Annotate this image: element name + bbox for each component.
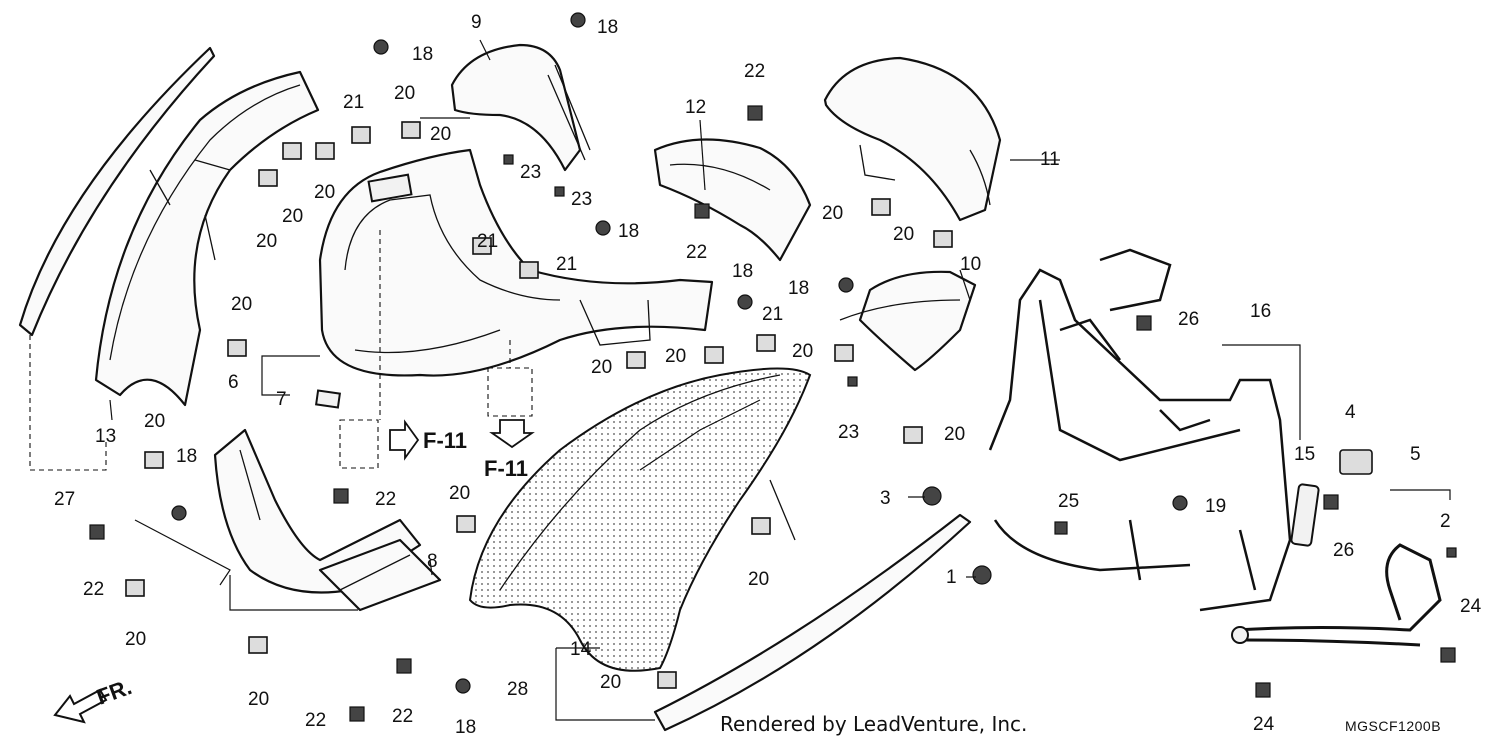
part-6-front-inner-cover <box>318 148 714 377</box>
callout-20: 20 <box>125 629 146 650</box>
callout-20: 20 <box>314 182 335 203</box>
callout-labels: 9 18 18 21 20 20 23 23 18 21 21 20 20 20… <box>54 12 1482 738</box>
part-27-side-stripe <box>18 46 216 471</box>
callout-14: 14 <box>570 639 592 660</box>
fasteners <box>89 12 1457 722</box>
callout-20: 20 <box>256 231 277 252</box>
reference-label-f11: F-11 <box>423 428 467 453</box>
part-11-meter-visor <box>823 56 1002 222</box>
callout-20: 20 <box>144 411 165 432</box>
callout-11: 11 <box>1040 149 1060 170</box>
callout-18: 18 <box>732 261 753 282</box>
callout-26: 26 <box>1333 540 1354 561</box>
callout-20: 20 <box>282 206 303 227</box>
callout-21: 21 <box>762 304 783 325</box>
callout-22: 22 <box>305 710 326 731</box>
callout-20: 20 <box>248 689 269 710</box>
callout-22: 22 <box>744 61 765 82</box>
callout-24: 24 <box>1253 714 1275 735</box>
part-7-pad <box>315 389 341 409</box>
callout-9: 9 <box>471 12 482 33</box>
callout-26: 26 <box>1178 309 1199 330</box>
diagram-code: MGSCF1200B <box>1345 718 1442 734</box>
callout-4: 4 <box>1345 402 1356 423</box>
callout-18: 18 <box>412 44 433 65</box>
callout-3: 3 <box>880 488 891 509</box>
part-10-small-inner-cover <box>839 270 977 372</box>
callout-20: 20 <box>231 294 252 315</box>
dashed-detail-boxes <box>339 230 533 469</box>
callout-28: 28 <box>507 679 528 700</box>
callout-21: 21 <box>477 231 498 252</box>
callout-23: 23 <box>838 422 859 443</box>
callout-10: 10 <box>960 254 981 275</box>
callout-22: 22 <box>375 489 396 510</box>
part-13-left-side-cover <box>94 70 320 407</box>
reference-f11-right: F-11 <box>389 419 467 461</box>
part-15-rubber-strip <box>1290 483 1320 547</box>
reference-label-f11: F-11 <box>484 456 528 481</box>
callout-27: 27 <box>54 489 75 510</box>
callout-19: 19 <box>1205 496 1226 517</box>
part-5-lower-stay <box>1231 543 1442 647</box>
callout-20: 20 <box>430 124 451 145</box>
callout-5: 5 <box>1410 444 1421 465</box>
leader-lines <box>109 39 1451 721</box>
part-12-inner-bracket <box>653 138 812 262</box>
part-16-front-frame <box>988 248 1292 612</box>
part-14-front-lower-cover <box>468 367 812 672</box>
callout-21: 21 <box>556 254 577 275</box>
callout-18: 18 <box>176 446 197 467</box>
callout-7: 7 <box>276 389 287 410</box>
callout-12: 12 <box>685 97 706 118</box>
part-4-clip-nut <box>1339 449 1373 475</box>
part-8-lower-bracket <box>213 428 442 612</box>
front-direction-arrow: FR. <box>53 674 135 724</box>
callout-15: 15 <box>1294 444 1315 465</box>
callout-22: 22 <box>392 706 413 727</box>
callout-25: 25 <box>1058 491 1079 512</box>
part-28-lower-trim-strip <box>653 513 972 732</box>
callout-8: 8 <box>427 551 438 572</box>
callout-20: 20 <box>665 346 686 367</box>
callout-20: 20 <box>792 341 813 362</box>
callout-20: 20 <box>449 483 470 504</box>
callout-6: 6 <box>228 372 239 393</box>
callout-20: 20 <box>748 569 769 590</box>
reference-f11-down: F-11 <box>484 419 535 481</box>
callout-13: 13 <box>95 426 116 447</box>
rendered-by-credit: Rendered by LeadVenture, Inc. <box>720 712 1028 736</box>
callout-18: 18 <box>455 717 476 738</box>
callout-24: 24 <box>1460 596 1482 617</box>
callout-20: 20 <box>822 203 843 224</box>
part-9-meter-upper-cover <box>450 43 591 172</box>
callout-2: 2 <box>1440 511 1451 532</box>
callout-1: 1 <box>946 567 957 588</box>
callout-20: 20 <box>394 83 415 104</box>
callout-21: 21 <box>343 92 364 113</box>
callout-16: 16 <box>1250 301 1271 322</box>
callout-20: 20 <box>591 357 612 378</box>
callout-22: 22 <box>83 579 104 600</box>
callout-22: 22 <box>686 242 707 263</box>
callout-20: 20 <box>600 672 621 693</box>
callout-18: 18 <box>597 17 618 38</box>
direction-label: FR. <box>93 674 135 710</box>
callout-18: 18 <box>788 278 809 299</box>
callout-23: 23 <box>571 189 592 210</box>
callout-18: 18 <box>618 221 639 242</box>
callout-20: 20 <box>893 224 914 245</box>
callout-20: 20 <box>944 424 965 445</box>
callout-23: 23 <box>520 162 541 183</box>
